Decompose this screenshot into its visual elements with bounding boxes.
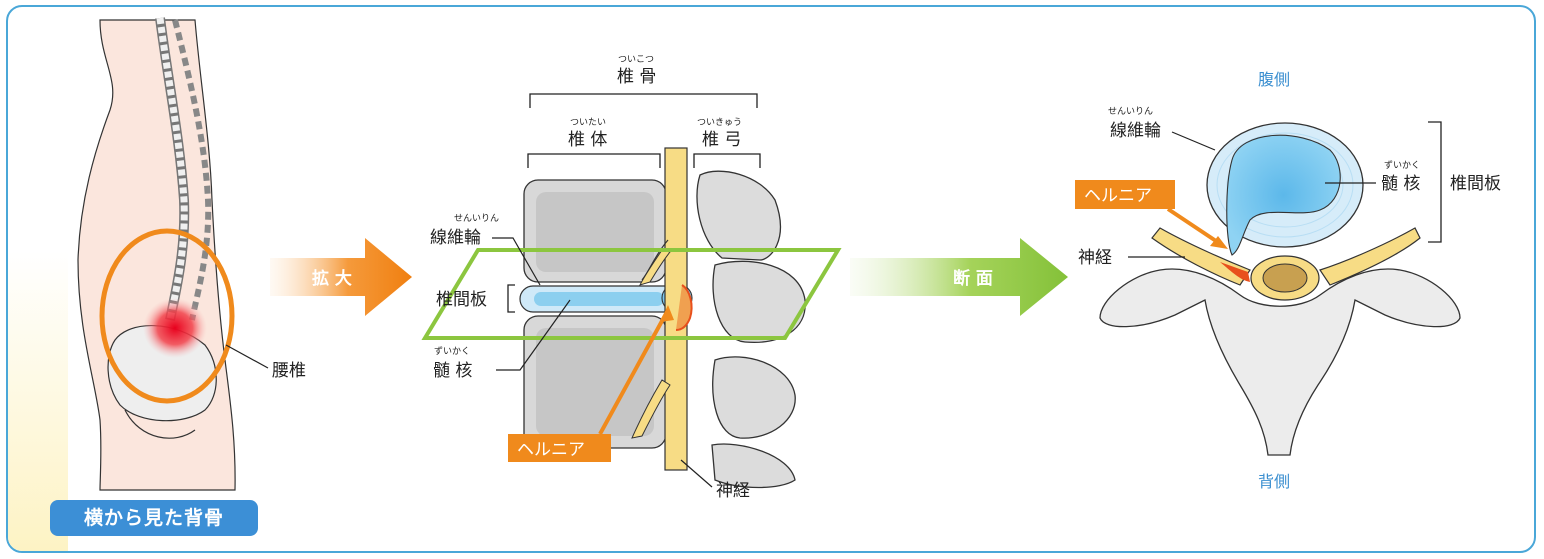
label-ventral: 腹側	[1258, 70, 1290, 89]
ruby-body: ついたい	[570, 117, 606, 128]
ruby-vertebra: ついこつ	[618, 55, 654, 65]
label-hernia-cross: ヘルニア	[1084, 186, 1152, 206]
label-nucleus-cross: 髄 核	[1381, 174, 1420, 194]
section-arrow-label: 断 面	[953, 268, 993, 289]
zoom-arrow: 拡 大	[270, 238, 412, 316]
label-body: 椎 体	[568, 130, 607, 150]
label-dorsal: 背側	[1258, 472, 1290, 491]
label-disc: 椎間板	[436, 290, 487, 310]
label-hernia-middle: ヘルニア	[517, 440, 585, 460]
section-plane	[421, 248, 842, 340]
ruby-nucleus-cross: ずいかく	[1384, 160, 1420, 171]
hernia-tag-middle	[508, 434, 611, 462]
label-nucleus: 髄 核	[433, 361, 472, 381]
spine-column	[155, 17, 212, 321]
label-vertebra: 椎 骨	[617, 67, 656, 87]
label-nerve-middle: 神経	[716, 481, 750, 501]
label-disc-cross: 椎間板	[1450, 174, 1501, 194]
lumbar-highlight-ring	[99, 228, 235, 404]
ruby-nucleus: ずいかく	[434, 346, 470, 357]
ruby-arch: ついきゅう	[697, 117, 742, 128]
side-body-illustration: 腰椎	[77, 17, 306, 491]
ruby-annulus-cross: せんいりん	[1108, 106, 1153, 117]
side-view-caption: 横から見た背骨	[50, 500, 258, 536]
zoom-arrow-label: 拡 大	[312, 268, 352, 289]
pain-highlight	[143, 298, 207, 358]
section-arrow: 断 面	[850, 238, 1068, 316]
vertebral-arch	[1099, 268, 1461, 456]
label-annulus: 線維輪	[430, 228, 481, 248]
label-lumbar: 腰椎	[272, 361, 306, 381]
hernia-tag-cross	[1075, 180, 1175, 209]
nucleus-pulposus	[1226, 134, 1341, 256]
label-arch: 椎 弓	[702, 130, 741, 150]
vertebra-magnified: ついこつ 椎 骨 ついたい 椎 体 ついきゅう 椎 弓 せん	[421, 55, 842, 501]
ruby-annulus: せんいりん	[454, 213, 499, 224]
label-nerve-cross: 神経	[1078, 248, 1112, 268]
disc-cross-section: 腹側 背側 せんいりん 線維輪 ずいかく 髄 核 椎間板 ヘルニア 神経	[1075, 70, 1501, 491]
label-annulus-cross: 線維輪	[1110, 121, 1161, 141]
